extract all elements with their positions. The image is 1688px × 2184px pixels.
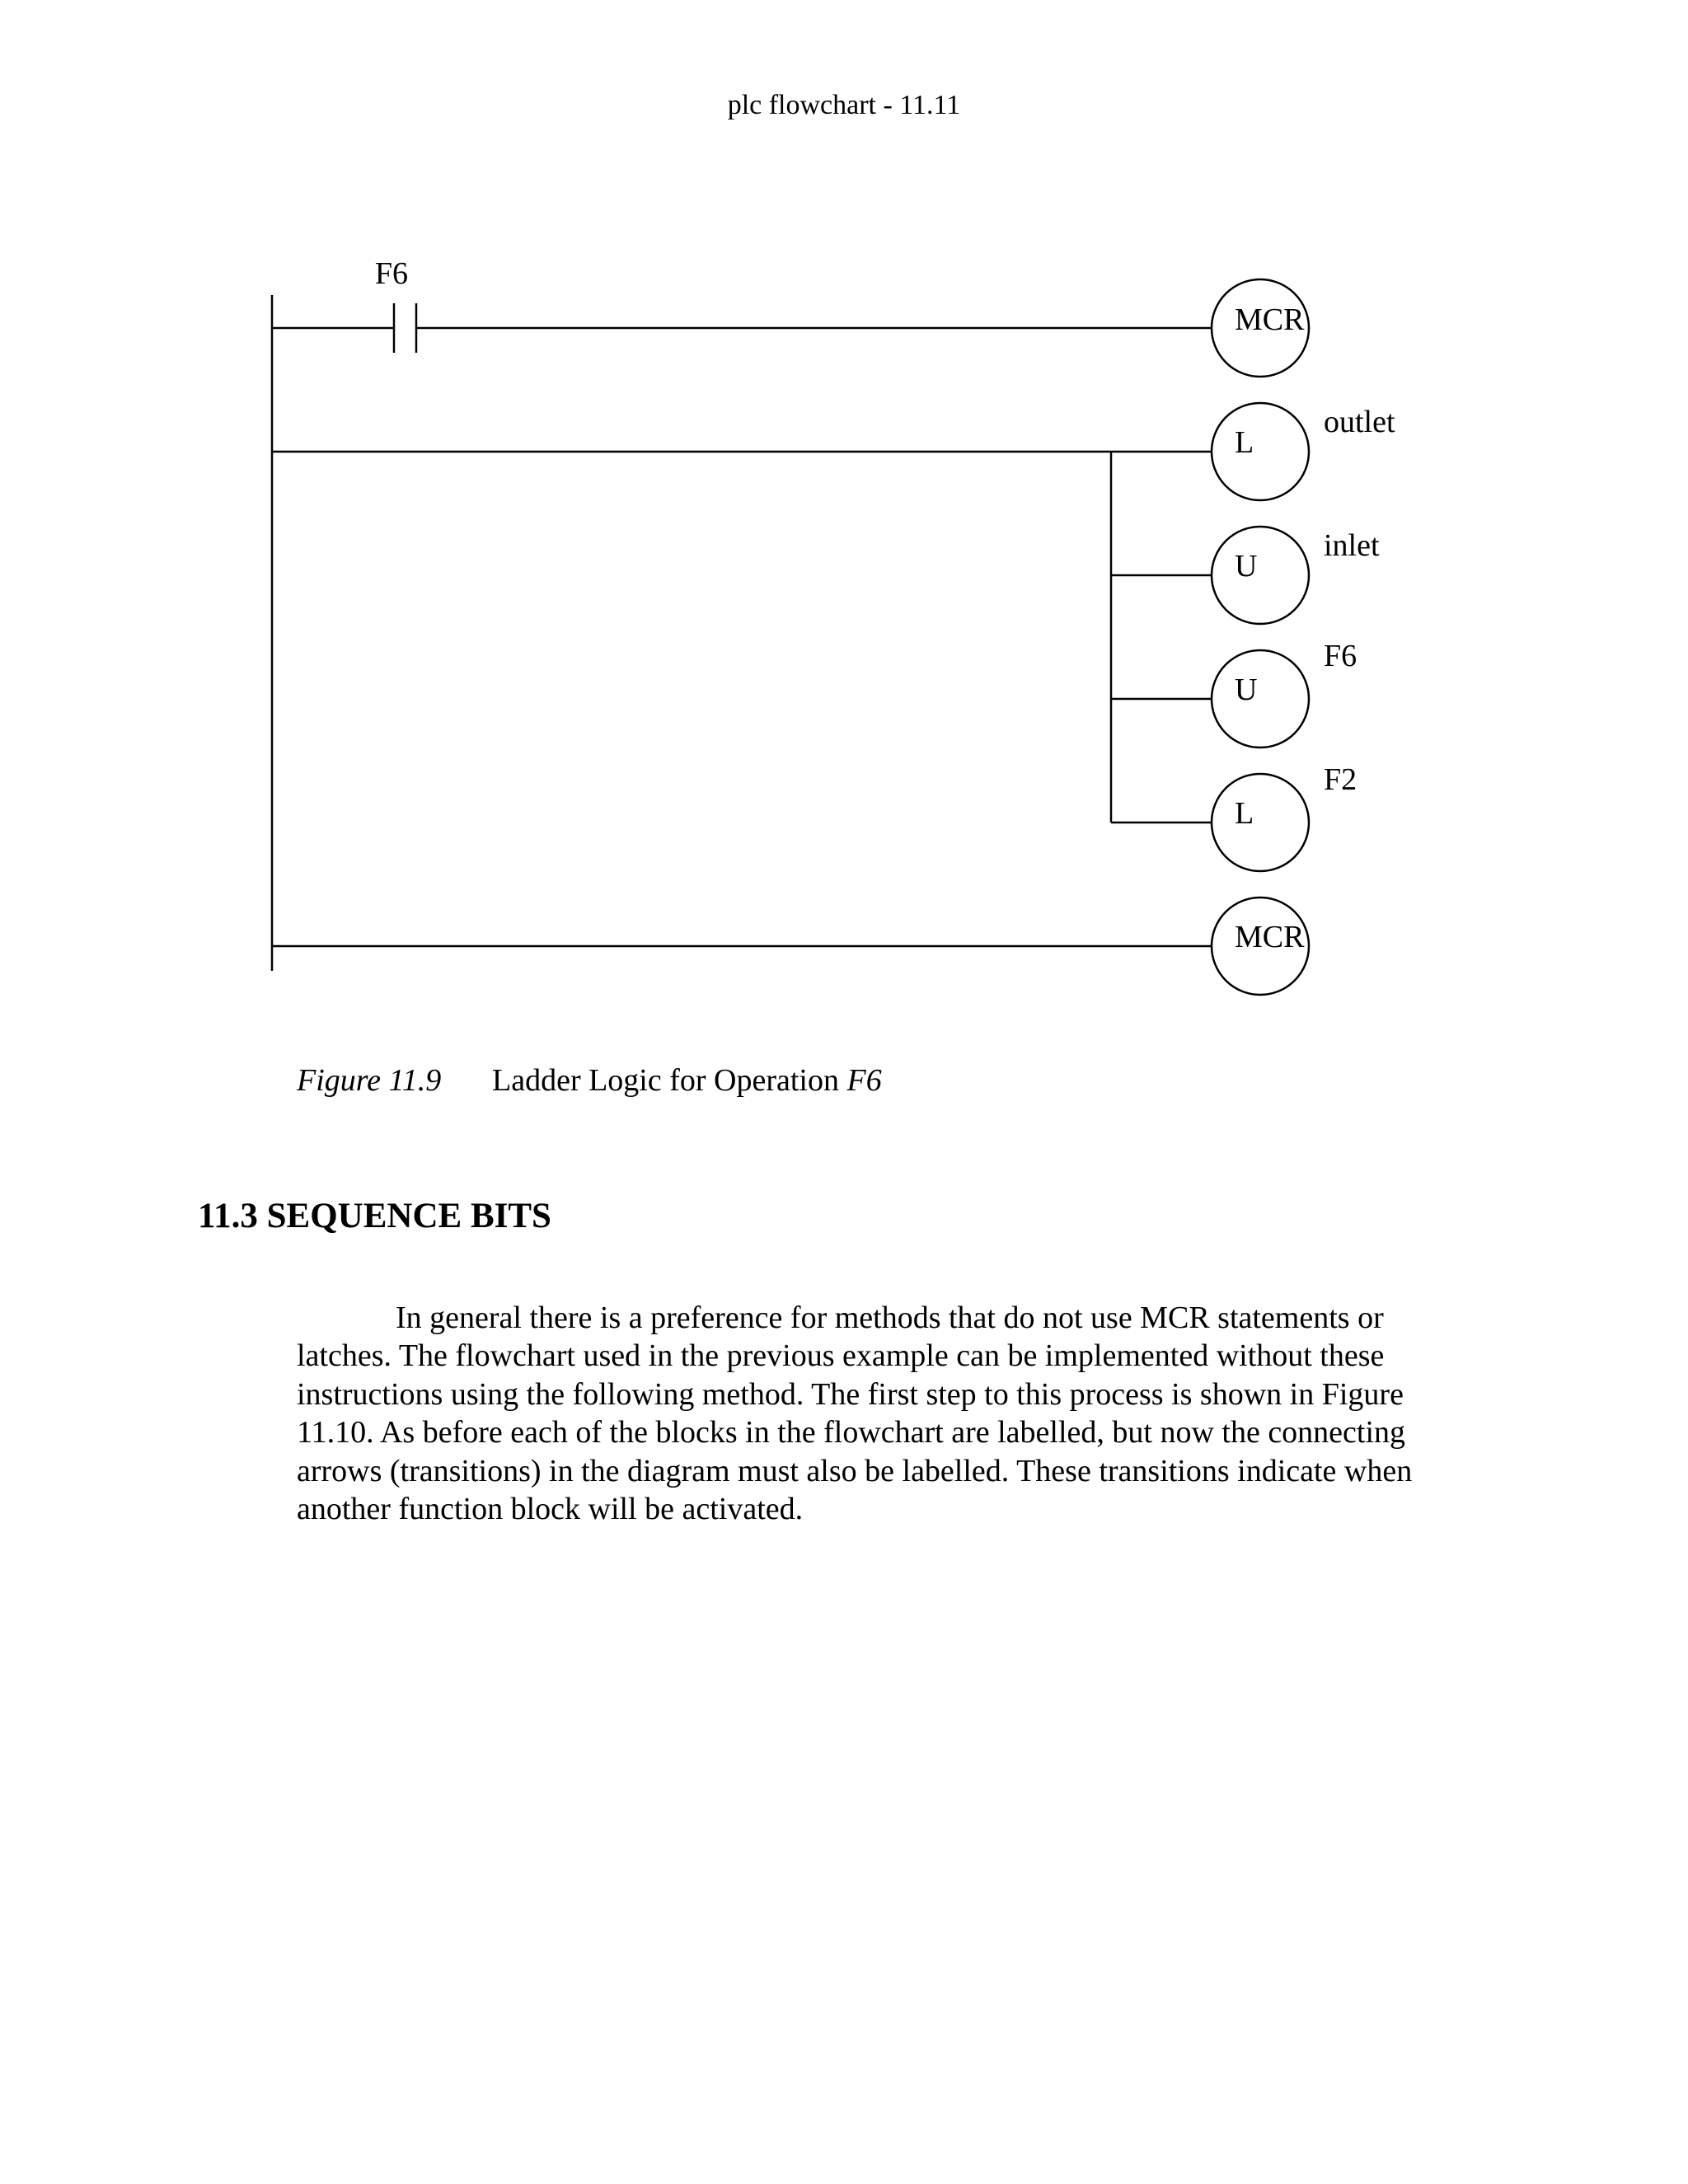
figure-caption: Figure 11.9 Ladder Logic for Operation F6: [297, 1062, 882, 1099]
body-paragraph: In general there is a preference for met…: [297, 1301, 1413, 1527]
coil-symbol: L: [1235, 796, 1254, 831]
contact-label: F6: [375, 256, 408, 291]
coil-mcr-end: [1210, 896, 1311, 996]
figure-number: Figure 11.9: [297, 1063, 442, 1098]
coil-symbol: MCR: [1235, 920, 1305, 954]
coil-address-label: F2: [1324, 762, 1357, 797]
coil-unlatch-f6: [1210, 649, 1311, 749]
coil-latch-f2: [1210, 772, 1311, 873]
figure-title: Ladder Logic for Operation: [492, 1063, 847, 1098]
coil-symbol: MCR: [1235, 302, 1305, 337]
coil-latch-outlet: [1210, 401, 1311, 502]
coil-address-label: inlet: [1324, 528, 1380, 563]
coil-symbol: L: [1235, 425, 1254, 460]
section-heading: 11.3 SEQUENCE BITS: [198, 1197, 551, 1235]
ladder-diagram: F6 MCR L U U L MCR outlet inlet F6 F2: [270, 256, 1395, 996]
figure-title-variable: F6: [846, 1063, 882, 1098]
coil-mcr-start: [1210, 278, 1311, 378]
coil-symbol: U: [1235, 673, 1257, 707]
page-header: plc flowchart - 11.11: [727, 90, 961, 120]
coil-unlatch-inlet: [1210, 525, 1311, 626]
coil-symbol: U: [1235, 549, 1257, 583]
coil-address-label: outlet: [1324, 405, 1395, 439]
coil-address-label: F6: [1324, 639, 1357, 673]
